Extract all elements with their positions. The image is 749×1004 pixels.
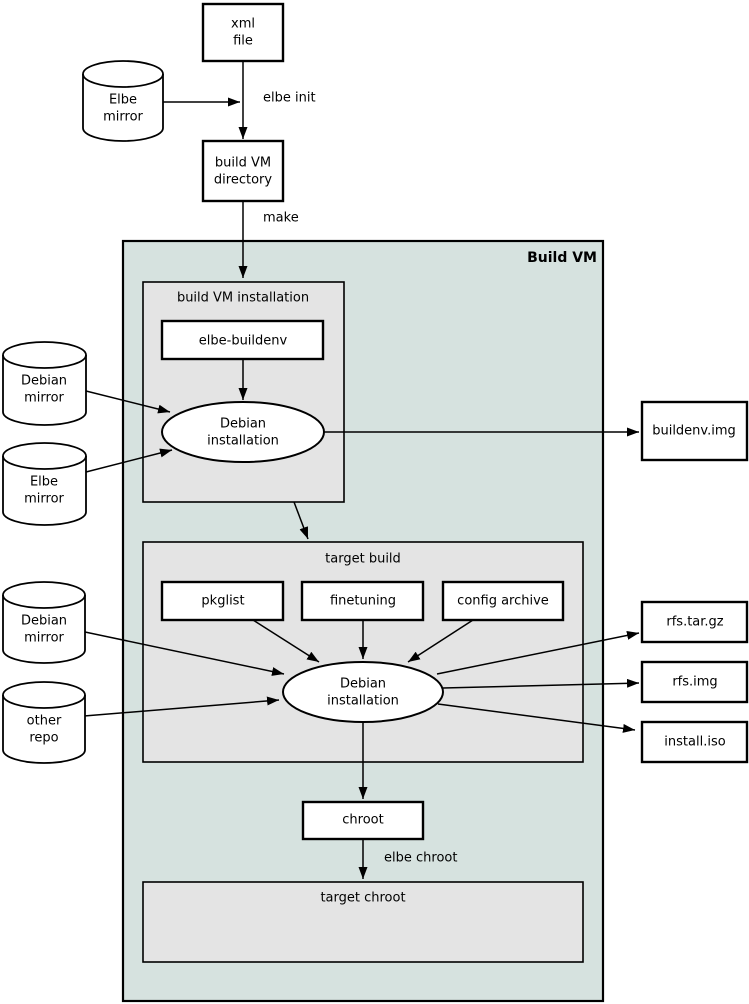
edge-pkglist-to-debian-installation <box>252 619 320 663</box>
buildenv-img-label: buildenv.img <box>652 424 736 439</box>
debian-mirror-target-label-line1: Debian <box>21 614 67 629</box>
build-vm-directory-label-line2: directory <box>214 173 272 188</box>
finetuning-label: finetuning <box>330 594 396 609</box>
debian-installation-vm-node <box>161 401 325 463</box>
build-vm-directory-node <box>201 139 285 203</box>
debian-installation-vm-label-line1: Debian <box>220 417 266 432</box>
debian-mirror-vm-label-line1: Debian <box>21 374 67 389</box>
elbe-mirror-top-label-line2: mirror <box>103 110 143 125</box>
elbe-mirror-top-node <box>82 60 164 142</box>
debian-mirror-vm-rim <box>2 354 87 369</box>
elbe-mirror-vm-label-line2: mirror <box>24 492 64 507</box>
edge-debian-mirror-to-debian-installation-target <box>84 631 285 676</box>
rfs-tar-gz-label: rfs.tar.gz <box>666 615 723 630</box>
xml-file-label-line1: xml <box>231 17 255 32</box>
elbe-mirror-top-rim <box>82 73 164 88</box>
edge-other-repo-to-debian-installation-target <box>83 696 280 717</box>
config-archive-label: config archive <box>457 594 549 609</box>
edge-build-vm-installation-to-target-build <box>293 501 309 540</box>
build-vm-title: Build VM <box>527 250 597 266</box>
debian-installation-target-node <box>282 661 444 723</box>
pkglist-label: pkglist <box>201 594 244 609</box>
elbe-mirror-top-label-line1: Elbe <box>109 93 137 108</box>
debian-mirror-vm-node <box>2 341 87 426</box>
rfs-tar-gz-node <box>640 600 749 644</box>
elbe-mirror-vm-node <box>2 442 87 526</box>
other-repo-label-line1: other <box>27 714 62 729</box>
other-repo-label-line2: repo <box>29 731 58 746</box>
chroot-label: chroot <box>342 813 383 828</box>
target-build-title: target build <box>325 552 401 567</box>
debian-mirror-target-label-line2: mirror <box>24 631 64 646</box>
edge-debian-installation-to-rfs-tar-gz <box>436 630 640 675</box>
debian-installation-vm-label-line2: installation <box>207 434 279 449</box>
elbe-mirror-vm-rim <box>2 455 87 470</box>
debian-installation-target-label-line1: Debian <box>340 677 386 692</box>
debian-mirror-target-rim <box>2 594 86 609</box>
config-archive-node <box>441 580 565 622</box>
edge-debian-installation-to-rfs-img <box>442 678 640 689</box>
edge-debian-mirror-to-debian-installation-vm <box>85 390 171 414</box>
debian-installation-target-label-line2: installation <box>327 694 399 709</box>
elbe-buildenv-label: elbe-buildenv <box>199 334 288 349</box>
edge-elbe-mirror-to-debian-installation-vm <box>85 448 173 473</box>
elbe-mirror-vm-label-line1: Elbe <box>30 475 58 490</box>
other-repo-node <box>2 681 86 764</box>
rfs-img-label: rfs.img <box>672 675 717 690</box>
chroot-node <box>301 800 425 841</box>
target-chroot-title: target chroot <box>320 891 405 906</box>
edge-config-archive-to-debian-installation <box>407 619 474 663</box>
make-edge-label: make <box>263 211 299 226</box>
rfs-img-node <box>640 660 749 704</box>
finetuning-node <box>300 580 425 622</box>
elbe-buildenv-node <box>160 319 325 361</box>
build-vm-installation-title: build VM installation <box>177 291 309 306</box>
debian-mirror-vm-label-line2: mirror <box>24 391 64 406</box>
elbe-init-edge-label: elbe init <box>263 91 316 106</box>
elbe-chroot-edge-label: elbe chroot <box>384 851 457 866</box>
target-chroot-group <box>142 881 584 963</box>
buildenv-img-node <box>640 400 749 462</box>
xml-file-label-line2: file <box>233 34 253 49</box>
xml-file-node <box>201 2 285 63</box>
install-iso-node <box>640 720 749 764</box>
build-vm-directory-label-line1: build VM <box>215 156 271 171</box>
debian-mirror-target-node <box>2 581 86 664</box>
pkglist-node <box>160 580 285 622</box>
install-iso-label: install.iso <box>664 735 725 750</box>
other-repo-rim <box>2 694 86 709</box>
edge-debian-installation-to-install-iso <box>437 703 636 733</box>
